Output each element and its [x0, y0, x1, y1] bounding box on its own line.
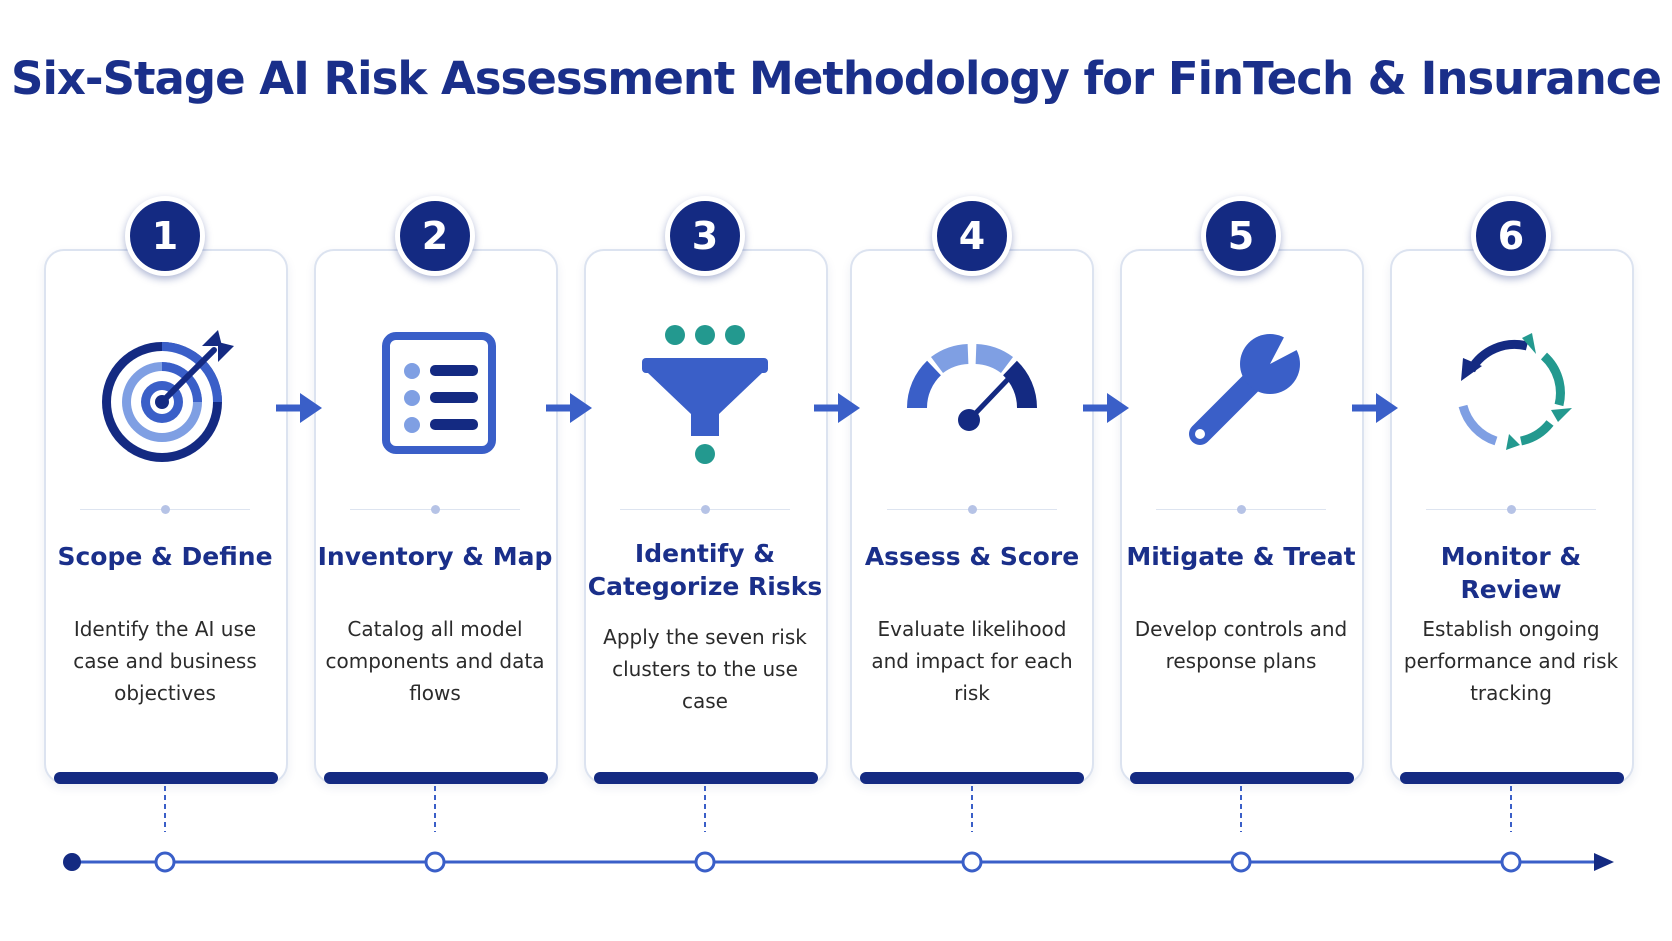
stage-number-badge: 3 [665, 196, 745, 276]
stage-number-badge: 5 [1201, 196, 1281, 276]
stage-description: Identify the AI use case and business ob… [73, 617, 257, 705]
timeline-arrowhead-icon [1594, 853, 1614, 871]
timeline-node [1230, 851, 1252, 873]
stage-title: Inventory & Map [317, 542, 553, 571]
card-bottom-bar [1130, 772, 1354, 784]
target-icon [90, 318, 240, 468]
card-bottom-bar [594, 772, 818, 784]
card-bottom-bar [324, 772, 548, 784]
card-frame [850, 249, 1094, 784]
checklist-icon [360, 318, 510, 468]
stage-number-badge: 1 [125, 196, 205, 276]
flow-arrow-icon [810, 385, 866, 431]
timeline [63, 786, 1614, 873]
card-frame [1390, 249, 1634, 784]
timeline-node [154, 851, 176, 873]
card-bottom-bar [1400, 772, 1624, 784]
timeline-node [424, 851, 446, 873]
stage-title: Monitor & Review [1440, 542, 1582, 604]
divider-dot [967, 505, 977, 514]
gauge-icon [897, 318, 1047, 468]
stage-description: Establish ongoing performance and risk t… [1403, 617, 1619, 705]
timeline-node [1500, 851, 1522, 873]
card-frame [1120, 249, 1364, 784]
stage-number-badge: 6 [1471, 196, 1551, 276]
timeline-start-dot [63, 853, 81, 871]
card-bottom-bar [860, 772, 1084, 784]
divider-dot [1506, 505, 1516, 514]
page-title: Six-Stage AI Risk Assessment Methodology… [11, 52, 1662, 105]
flow-arrow-icon [542, 385, 598, 431]
stage-description: Evaluate likelihood and impact for each … [871, 617, 1073, 705]
timeline-node [961, 851, 983, 873]
stage-number-badge: 2 [395, 196, 475, 276]
divider-dot [1236, 505, 1246, 514]
stage-description: Apply the seven risk clusters to the use… [603, 625, 807, 713]
stage-title: Assess & Score [864, 542, 1080, 571]
divider-dot [700, 505, 710, 514]
card-bottom-bar [54, 772, 278, 784]
timeline-node [694, 851, 716, 873]
stage-description: Catalog all model components and data fl… [325, 617, 545, 705]
card-frame [44, 249, 288, 784]
stage-title: Identify & Categorize Risks [587, 539, 823, 601]
stage-number-badge: 4 [932, 196, 1012, 276]
funnel-icon [630, 318, 780, 468]
divider-dot [160, 505, 170, 514]
flow-arrow-icon [1079, 385, 1135, 431]
stage-title: Scope & Define [57, 542, 273, 571]
wrench-icon [1166, 318, 1316, 468]
stage-description: Develop controls and response plans [1134, 617, 1348, 673]
stage-title: Mitigate & Treat [1126, 542, 1356, 571]
flow-arrow-icon [1348, 385, 1404, 431]
flow-arrow-icon [272, 385, 328, 431]
cycle-icon [1436, 318, 1586, 468]
divider-dot [430, 505, 440, 514]
